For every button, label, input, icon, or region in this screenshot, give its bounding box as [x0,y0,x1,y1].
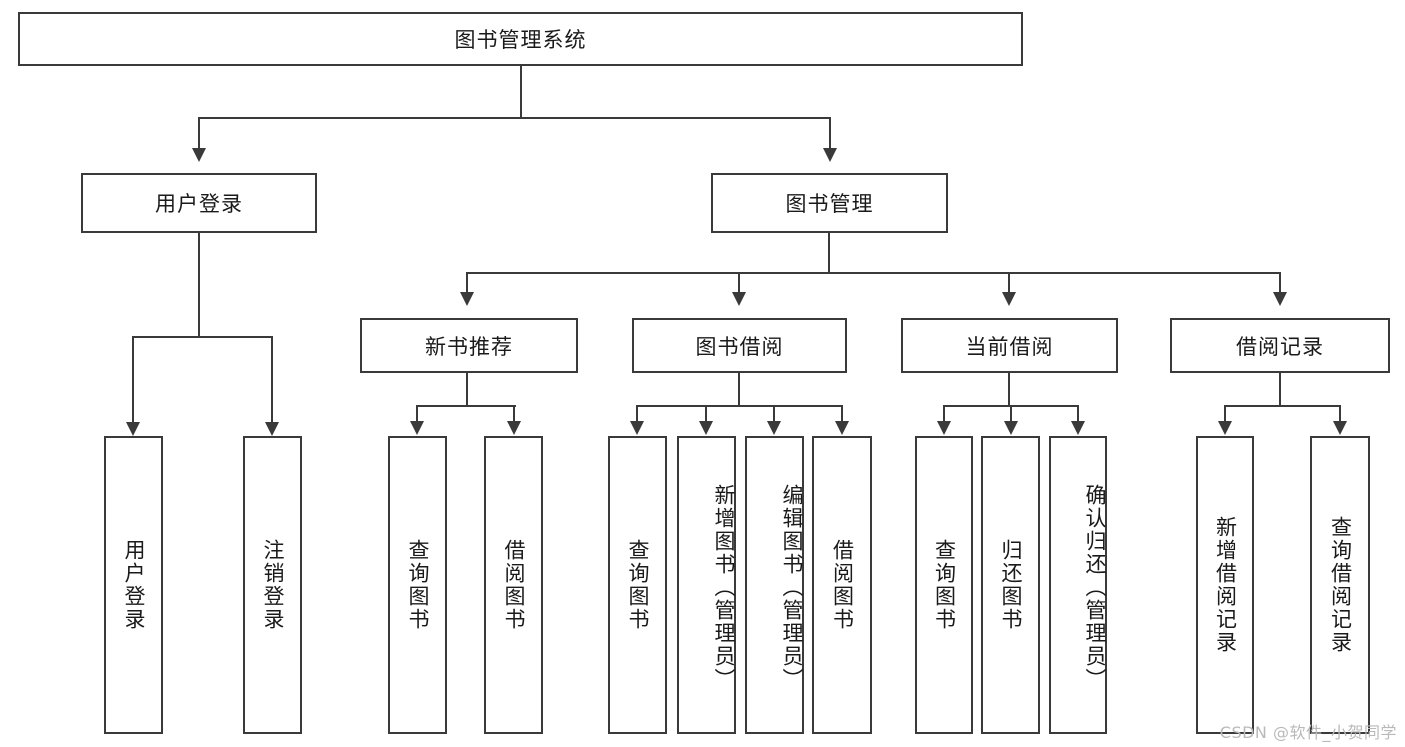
connector-current-borrow-stem [1008,373,1010,406]
arrow-br-to-leaf-1 [1218,421,1232,435]
arrow-root-to-book-management [823,148,837,162]
node-new-book-recommend[interactable]: 新书推荐 [360,318,578,373]
leaf-borrow-record-query-record[interactable]: 查询借阅记录 [1310,436,1370,734]
arrow-bb-to-leaf-2 [699,421,713,435]
leaf-book-borrow-add-book-admin[interactable]: 新增图书（管理员） [677,436,736,734]
connector-book-management-bar [467,272,1280,274]
node-label: 查询图书 [406,539,430,631]
connector-bb-to-leaf-4 [841,405,843,423]
connector-bm-to-borrow-record [1279,272,1281,294]
node-user-login[interactable]: 用户登录 [81,173,317,233]
connector-new-book-bar [417,405,516,407]
connector-cb-to-leaf-3 [1077,405,1079,423]
connector-nb-to-leaf-1 [416,405,418,423]
connector-user-login-stem [198,233,200,337]
node-label: 用户登录 [155,192,243,216]
arrow-user-login-to-leaf-1 [126,422,140,436]
connector-user-login-bar [133,336,273,338]
arrow-bb-to-leaf-1 [630,421,644,435]
connector-user-login-to-leaf-1 [132,336,134,424]
node-label: 查询借阅记录 [1328,516,1353,654]
leaf-new-book-query-book[interactable]: 查询图书 [388,436,447,734]
connector-bb-to-leaf-1 [636,405,638,423]
arrow-bb-to-leaf-3 [767,421,781,435]
arrow-root-to-user-login [192,148,206,162]
arrow-bm-to-borrow-record [1273,292,1287,306]
arrow-cb-to-leaf-3 [1071,421,1085,435]
connector-new-book-stem [466,373,468,406]
connector-borrow-record-bar [1225,405,1341,407]
arrow-bm-to-book-borrow [732,292,746,306]
leaf-current-borrow-confirm-return-admin[interactable]: 确认归还（管理员） [1049,436,1107,734]
node-label: 查询图书 [626,539,650,631]
node-label: 图书借阅 [695,334,784,359]
node-borrow-record[interactable]: 借阅记录 [1170,318,1390,373]
leaf-book-borrow-borrow-book[interactable]: 借阅图书 [812,436,872,734]
leaf-current-borrow-return-book[interactable]: 归还图书 [981,436,1040,734]
connector-root-bar [199,117,831,119]
connector-root-stem [520,66,522,118]
connector-bm-to-book-borrow [738,272,740,294]
arrow-nb-to-leaf-1 [410,421,424,435]
node-label: 确认归还（管理员） [1083,483,1107,691]
connector-book-borrow-stem [738,373,740,406]
leaf-borrow-record-add-record[interactable]: 新增借阅记录 [1196,436,1254,734]
connector-bm-to-current-borrow [1008,272,1010,294]
node-root-book-management-system[interactable]: 图书管理系统 [18,12,1023,66]
connector-nb-to-leaf-2 [513,405,515,423]
node-label: 当前借阅 [965,334,1054,359]
leaf-current-borrow-query-book[interactable]: 查询图书 [915,436,973,734]
node-label: 编辑图书（管理员） [780,483,804,691]
arrow-bm-to-current-borrow [1002,292,1016,306]
node-label: 借阅记录 [1236,334,1324,359]
leaf-new-book-borrow-book[interactable]: 借阅图书 [484,436,543,734]
node-label: 借阅图书 [830,539,855,631]
node-label: 归还图书 [999,539,1023,631]
arrow-br-to-leaf-2 [1333,421,1347,435]
node-current-borrow[interactable]: 当前借阅 [901,318,1118,373]
arrow-cb-to-leaf-2 [1004,421,1018,435]
connector-bb-to-leaf-2 [705,405,707,423]
arrow-bb-to-leaf-4 [835,421,849,435]
connector-root-to-book-management [829,117,831,150]
node-book-management[interactable]: 图书管理 [711,173,948,233]
arrow-nb-to-leaf-2 [507,421,521,435]
connector-bm-to-new-book [466,272,468,294]
connector-borrow-record-stem [1279,373,1281,406]
arrow-cb-to-leaf-1 [937,421,951,435]
connector-cb-to-leaf-1 [943,405,945,423]
node-label: 新增图书（管理员） [712,483,736,691]
connector-bb-to-leaf-3 [773,405,775,423]
node-label: 图书管理系统 [454,28,587,52]
node-label: 注销登录 [261,539,285,631]
connector-user-login-to-leaf-2 [271,336,273,424]
node-label: 新增借阅记录 [1213,516,1238,654]
watermark-csdn: CSDN @软件_小贺同学 [1219,723,1397,742]
node-label: 查询图书 [932,539,957,631]
arrow-bm-to-new-book [460,292,474,306]
connector-cb-to-leaf-2 [1010,405,1012,423]
leaf-user-login-login[interactable]: 用户登录 [104,436,163,734]
leaf-book-borrow-edit-book-admin[interactable]: 编辑图书（管理员） [745,436,804,734]
leaf-user-login-logout[interactable]: 注销登录 [243,436,302,734]
node-label: 图书管理 [785,192,874,216]
node-label: 借阅图书 [502,539,526,631]
connector-br-to-leaf-1 [1224,405,1226,423]
connector-book-management-stem [828,233,830,273]
arrow-user-login-to-leaf-2 [265,422,279,436]
connector-book-borrow-bar [637,405,843,407]
leaf-book-borrow-query-book[interactable]: 查询图书 [608,436,667,734]
connector-br-to-leaf-2 [1339,405,1341,423]
node-label: 新书推荐 [425,334,513,359]
connector-root-to-user-login [198,117,200,150]
node-label: 用户登录 [122,539,146,631]
node-book-borrow[interactable]: 图书借阅 [632,318,847,373]
